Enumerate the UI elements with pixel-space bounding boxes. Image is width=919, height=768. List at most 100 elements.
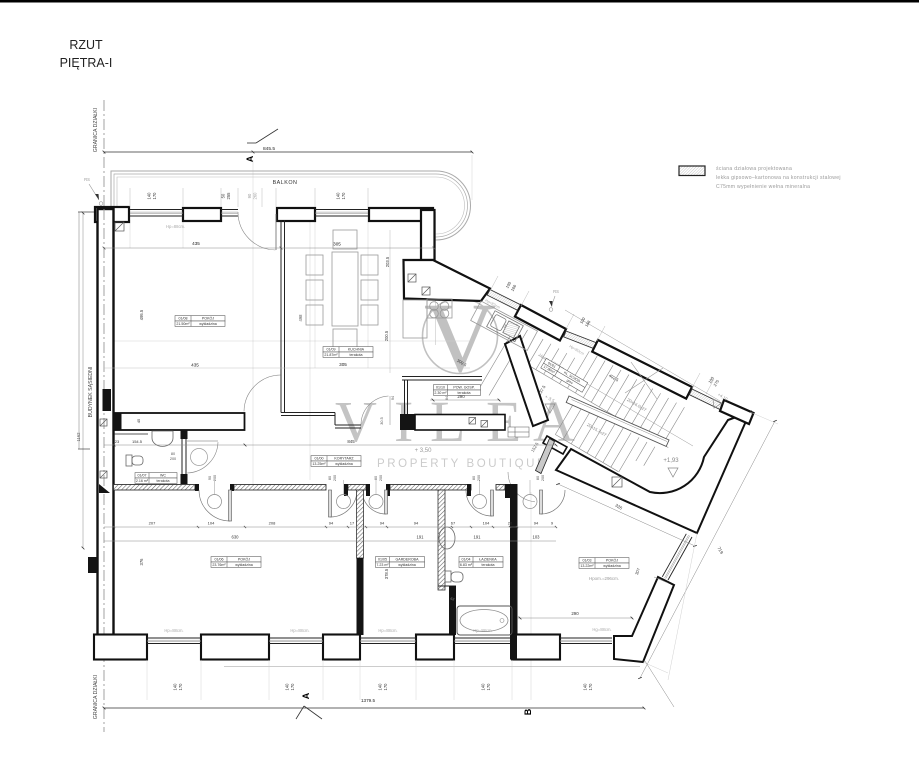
svg-text:ściana działowa projektowana: ściana działowa projektowana bbox=[716, 166, 792, 172]
svg-text:170: 170 bbox=[290, 683, 295, 691]
svg-text:2.16 m²: 2.16 m² bbox=[136, 479, 149, 483]
svg-text:GRANICA DZIAŁKI: GRANICA DZIAŁKI bbox=[93, 675, 99, 719]
svg-text:140: 140 bbox=[173, 683, 178, 691]
svg-text:terakota: terakota bbox=[157, 479, 170, 483]
svg-text:17: 17 bbox=[350, 521, 355, 526]
svg-text:Hpom.=296cm.: Hpom.=296cm. bbox=[589, 576, 619, 581]
svg-text:Hp=88cm.: Hp=88cm. bbox=[166, 224, 185, 229]
svg-text:C75mm wypełnienie wełna min: C75mm wypełnienie wełna mineralna bbox=[716, 184, 810, 190]
svg-text:200: 200 bbox=[333, 475, 337, 481]
svg-text:RZUT: RZUT bbox=[69, 38, 103, 52]
svg-text:17.80m²: 17.80m² bbox=[543, 365, 556, 375]
svg-text:140: 140 bbox=[285, 683, 290, 691]
svg-text:+ 3,50: + 3,50 bbox=[415, 448, 433, 454]
svg-text:9: 9 bbox=[551, 521, 554, 526]
svg-text:01/04: 01/04 bbox=[462, 558, 471, 562]
svg-text:630: 630 bbox=[232, 535, 240, 540]
svg-text:01/01: 01/01 bbox=[547, 361, 556, 369]
svg-text:wykładzina: wykładzina bbox=[199, 322, 217, 326]
svg-text:terakota: terakota bbox=[350, 353, 363, 357]
svg-text:67: 67 bbox=[451, 521, 456, 526]
svg-text:140: 140 bbox=[481, 683, 486, 691]
svg-text:191: 191 bbox=[417, 535, 425, 540]
svg-text:170: 170 bbox=[178, 683, 183, 691]
svg-text:237.5: 237.5 bbox=[537, 384, 547, 396]
svg-text:305: 305 bbox=[339, 362, 347, 367]
svg-text:80: 80 bbox=[536, 476, 540, 480]
svg-text:WC: WC bbox=[160, 474, 166, 478]
svg-text:21.87m²: 21.87m² bbox=[324, 353, 338, 357]
svg-text:01/09: 01/09 bbox=[327, 348, 336, 352]
svg-text:01/08: 01/08 bbox=[179, 317, 188, 321]
svg-text:200: 200 bbox=[541, 475, 545, 481]
svg-text:ŁAZIENKA: ŁAZIENKA bbox=[479, 558, 497, 562]
svg-text:01/06: 01/06 bbox=[215, 558, 224, 562]
svg-text:719: 719 bbox=[716, 546, 724, 555]
svg-text:305: 305 bbox=[333, 242, 341, 247]
svg-text:wykładzina: wykładzina bbox=[398, 563, 416, 567]
svg-text:GRANICA DZIAŁKI: GRANICA DZIAŁKI bbox=[93, 108, 99, 152]
svg-text:Hp=80cm: Hp=80cm bbox=[568, 344, 584, 356]
svg-text:wykładzina: wykładzina bbox=[603, 564, 621, 568]
svg-text:terakota: terakota bbox=[482, 563, 495, 567]
svg-text:290: 290 bbox=[457, 394, 465, 399]
svg-text:154.5: 154.5 bbox=[132, 439, 143, 444]
svg-text:RS: RS bbox=[553, 289, 559, 294]
svg-text:GARDEROBA: GARDEROBA bbox=[396, 558, 420, 562]
svg-text:90: 90 bbox=[208, 476, 212, 480]
svg-text:A: A bbox=[245, 155, 255, 162]
svg-text:170: 170 bbox=[152, 192, 157, 200]
svg-text:23.76m²: 23.76m² bbox=[212, 563, 226, 567]
svg-text:13.25m²: 13.25m² bbox=[312, 462, 326, 466]
svg-text:+ 3,5: + 3,5 bbox=[544, 394, 556, 404]
svg-text:6.83 m²: 6.83 m² bbox=[460, 563, 473, 567]
svg-text:BALKON: BALKON bbox=[273, 180, 298, 186]
svg-text:V: V bbox=[335, 389, 377, 454]
svg-text:492.5: 492.5 bbox=[608, 373, 620, 383]
svg-text:01/10: 01/10 bbox=[436, 386, 445, 390]
svg-text:+4,10: +4,10 bbox=[717, 392, 729, 402]
svg-text:13.22m²: 13.22m² bbox=[580, 564, 594, 568]
svg-text:255: 255 bbox=[226, 192, 231, 200]
svg-text:01/03: 01/03 bbox=[583, 559, 592, 563]
svg-text:845.5: 845.5 bbox=[263, 146, 275, 152]
svg-text:94: 94 bbox=[391, 396, 395, 400]
svg-text:100: 100 bbox=[707, 375, 715, 384]
svg-text:B: B bbox=[523, 708, 533, 715]
svg-text:01/07: 01/07 bbox=[138, 474, 147, 478]
svg-text:200: 200 bbox=[170, 457, 176, 461]
svg-text:326: 326 bbox=[614, 503, 623, 511]
svg-text:203.5: 203.5 bbox=[385, 256, 390, 267]
svg-text:wykładzina: wykładzina bbox=[335, 462, 353, 466]
svg-text:80: 80 bbox=[374, 476, 378, 480]
svg-text:POKÓJ: POKÓJ bbox=[606, 558, 618, 563]
svg-text:200: 200 bbox=[379, 475, 383, 481]
svg-text:KUCHNIA: KUCHNIA bbox=[348, 348, 365, 352]
svg-text:gres: gres bbox=[566, 378, 574, 385]
svg-text:45: 45 bbox=[136, 418, 141, 423]
svg-text:POKÓJ: POKÓJ bbox=[202, 316, 214, 321]
svg-text:20: 20 bbox=[508, 521, 513, 526]
svg-text:wykładzina: wykładzina bbox=[235, 563, 253, 567]
svg-text:170: 170 bbox=[588, 683, 593, 691]
svg-text:Hp=88cm.: Hp=88cm. bbox=[378, 628, 397, 633]
svg-text:309.5: 309.5 bbox=[456, 358, 468, 368]
svg-text:140: 140 bbox=[378, 683, 383, 691]
svg-text:140: 140 bbox=[336, 192, 341, 200]
svg-text:307: 307 bbox=[634, 567, 642, 576]
svg-text:94: 94 bbox=[534, 521, 539, 526]
svg-text:207: 207 bbox=[149, 521, 156, 526]
svg-text:208: 208 bbox=[269, 521, 276, 526]
svg-text:POW. GOSP.: POW. GOSP. bbox=[453, 386, 474, 390]
svg-text:200: 200 bbox=[477, 475, 481, 481]
svg-text:2.30 m²: 2.30 m² bbox=[434, 391, 447, 395]
svg-text:01/00: 01/00 bbox=[315, 457, 324, 461]
svg-text:+1,93: +1,93 bbox=[663, 458, 679, 464]
svg-text:191: 191 bbox=[474, 535, 482, 540]
svg-text:103: 103 bbox=[533, 535, 541, 540]
svg-text:62: 62 bbox=[450, 596, 455, 601]
svg-text:21.50m²: 21.50m² bbox=[176, 322, 190, 326]
svg-text:140: 140 bbox=[147, 192, 152, 200]
svg-text:435: 435 bbox=[191, 363, 199, 368]
svg-text:84: 84 bbox=[445, 396, 449, 400]
